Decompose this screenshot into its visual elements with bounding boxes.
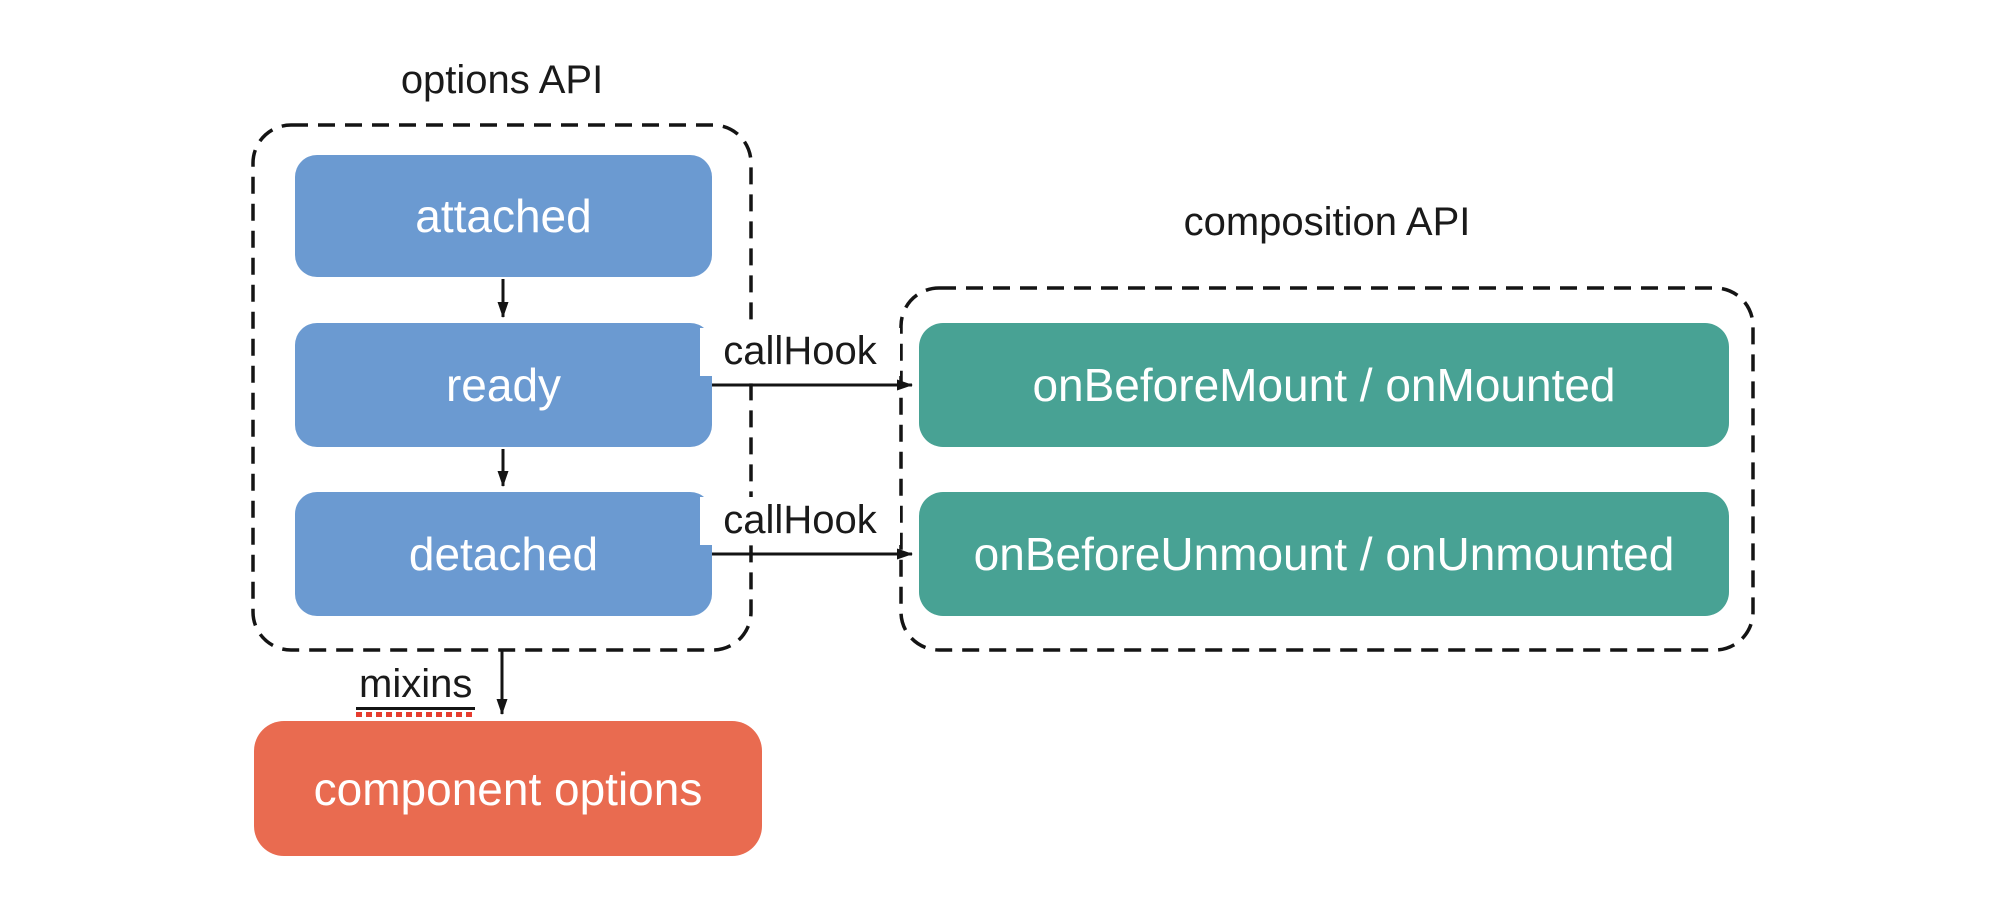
options-api-title: options API [400, 58, 604, 102]
node-onbeforeunmount-onunmounted: onBeforeUnmount / onUnmounted [919, 492, 1729, 616]
node-ready-label: ready [445, 359, 562, 411]
composition-api-group-outline [899, 286, 1755, 652]
mixins-spellcheck-underline [356, 712, 476, 717]
node-detached-label: detached [408, 528, 599, 580]
mixins-label: mixins [356, 664, 476, 710]
node-ready: ready [295, 323, 712, 447]
node-component-options-label: component options [313, 762, 703, 815]
node-onbeforeunmount-onunmounted-label: onBeforeUnmount / onUnmounted [973, 528, 1675, 580]
callhook-label-detached: callHook [700, 497, 900, 545]
composition-api-title: composition API [1183, 200, 1471, 244]
callhook-label-ready: callHook [700, 328, 900, 376]
node-component-options: component options [254, 721, 762, 856]
node-onbeforemount-onmounted-label: onBeforeMount / onMounted [1032, 359, 1616, 411]
node-attached: attached [295, 155, 712, 277]
mixins-label-group: mixins [356, 664, 476, 717]
node-onbeforemount-onmounted: onBeforeMount / onMounted [919, 323, 1729, 447]
node-detached: detached [295, 492, 712, 616]
node-attached-label: attached [415, 190, 592, 242]
